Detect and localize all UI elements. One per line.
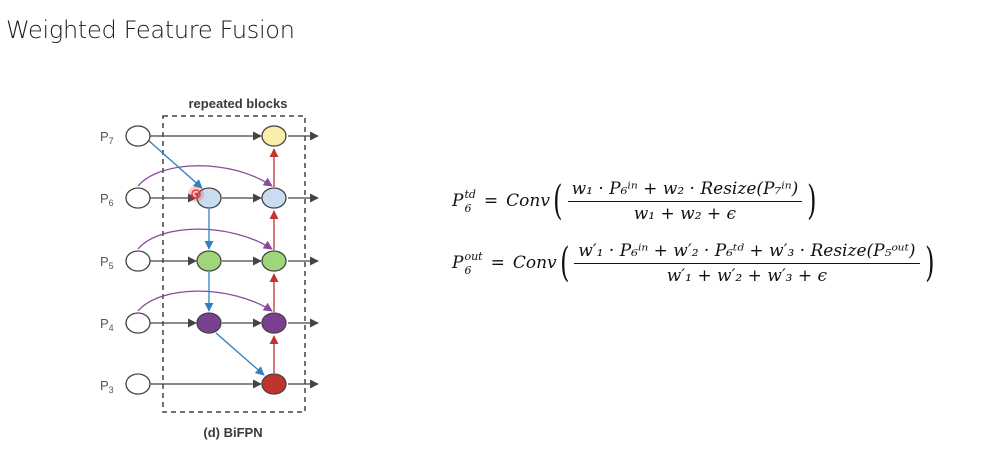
out-node-p4 xyxy=(261,312,287,334)
skip-edge-p5 xyxy=(137,228,273,250)
equation-out-denominator: w′₁ + w′₂ + w′₃ + ϵ xyxy=(666,265,828,286)
bifpn-caption: (d) BiFPN xyxy=(203,425,262,440)
slide-title: Weighted Feature Fusion xyxy=(6,16,295,44)
repeated-blocks-box xyxy=(162,115,306,413)
equation-td-fraction: w₁ · P₆ⁱⁿ + w₂ · Resize(P₇ⁱⁿ) w₁ + w₂ + … xyxy=(567,179,803,224)
skip-edge-p4 xyxy=(137,290,273,312)
level-labels: P7 P6 P5 P4 P3 xyxy=(100,129,114,395)
level-label-p3: P3 xyxy=(100,378,114,395)
input-node-p3 xyxy=(125,373,151,395)
level-label-p5: P5 xyxy=(100,254,114,271)
equation-out-numerator: w′₁ · P₆ⁱⁿ + w′₂ · P₆ᵗᵈ + w′₃ · Resize(P… xyxy=(574,241,920,264)
level-label-p7: P7 xyxy=(100,129,114,146)
td-edge-p4-p3 xyxy=(215,332,265,376)
intermediate-nodes xyxy=(196,187,222,334)
level-label-p4: P4 xyxy=(100,316,114,333)
equation-out-conv: Conv xyxy=(512,253,557,273)
equation-td-conv: Conv xyxy=(506,191,550,211)
horizontal-edges xyxy=(150,131,319,389)
skip-edge-p6 xyxy=(137,165,273,187)
input-node-p5 xyxy=(125,250,151,272)
input-node-p6 xyxy=(125,187,151,209)
td-edge-p7-p6 xyxy=(147,139,203,189)
equation-td-numerator: w₁ · P₆ⁱⁿ + w₂ · Resize(P₇ⁱⁿ) xyxy=(567,179,803,202)
equation-out-fraction: w′₁ · P₆ⁱⁿ + w′₂ · P₆ᵗᵈ + w′₃ · Resize(P… xyxy=(574,241,920,286)
cursor-highlight xyxy=(188,186,204,202)
repeated-blocks-label: repeated blocks xyxy=(189,96,288,111)
out-node-p7 xyxy=(261,125,287,147)
td-node-p5 xyxy=(196,250,222,272)
out-node-p3 xyxy=(261,373,287,395)
equation-td-denominator: w₁ + w₂ + ϵ xyxy=(633,203,737,224)
input-nodes xyxy=(125,125,151,395)
skip-edges xyxy=(137,165,273,312)
td-node-p4 xyxy=(196,312,222,334)
output-nodes xyxy=(261,125,287,395)
input-node-p7 xyxy=(125,125,151,147)
input-node-p4 xyxy=(125,312,151,334)
out-node-p5 xyxy=(261,250,287,272)
top-down-edges xyxy=(147,139,265,376)
out-node-p6 xyxy=(261,187,287,209)
level-label-p6: P6 xyxy=(100,191,114,208)
